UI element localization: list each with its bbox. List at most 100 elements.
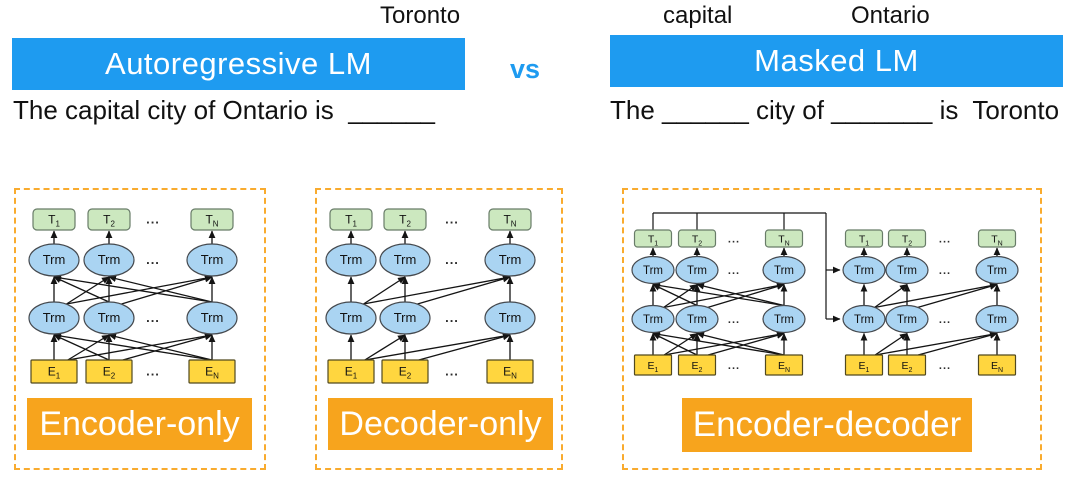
input-node [381, 359, 429, 384]
arrow [53, 276, 110, 303]
trm-node [28, 243, 80, 277]
row-ellipsis: ... [146, 252, 160, 267]
trm-node-label: Trm [774, 314, 794, 326]
input-node [764, 354, 804, 376]
arrow [652, 331, 785, 356]
input-node [977, 354, 1017, 376]
output-node [87, 208, 131, 231]
arrow [418, 333, 511, 361]
row-ellipsis: ... [939, 360, 951, 372]
trm-node-label: Trm [499, 252, 522, 267]
arrow [67, 334, 110, 361]
trm-node [186, 301, 238, 335]
trm-node [379, 243, 431, 277]
arrow [874, 331, 998, 356]
arrow [67, 332, 213, 361]
output-node [764, 229, 804, 248]
arrow [363, 276, 406, 305]
encoder-decoder-label: Encoder-decoder [682, 398, 972, 452]
trm-node [975, 304, 1019, 334]
trm-node-label: Trm [643, 265, 663, 277]
trm-node-label: Trm [394, 252, 417, 267]
input-node [486, 359, 534, 384]
trm-node [631, 304, 675, 334]
trm-node-label: Trm [43, 310, 66, 325]
trm-node-label: Trm [201, 310, 224, 325]
output-node [488, 208, 532, 231]
decoder-only-label: Decoder-only [328, 398, 553, 450]
input-node [188, 359, 236, 384]
output-node [887, 229, 927, 248]
output-node-label: T1 [859, 234, 869, 248]
masked-lm-banner: Masked LM [610, 35, 1063, 87]
output-node-label: TN [778, 234, 789, 248]
row-ellipsis: ... [445, 252, 459, 267]
arrow [122, 333, 213, 361]
autoregressive-lm-banner: Autoregressive LM [12, 38, 465, 90]
arrow [53, 274, 213, 303]
output-node-label: TN [991, 234, 1002, 248]
trm-node [379, 301, 431, 335]
trm-node [484, 301, 536, 335]
trm-node-label: Trm [340, 310, 363, 325]
trm-node [631, 255, 675, 285]
masked-example-sentence: The ______ city of _______ is Toronto [610, 95, 1060, 125]
trm-node [762, 255, 806, 285]
input-node [677, 354, 717, 376]
arrow [53, 334, 110, 361]
output-node-label: T1 [648, 234, 658, 248]
row-ellipsis: ... [939, 265, 951, 277]
trm-node [975, 255, 1019, 285]
autoregressive-example-sentence: The capital city of Ontario is ______ [13, 95, 436, 125]
arrow [917, 283, 998, 309]
trm-node-label: Trm [854, 314, 874, 326]
arrow [874, 282, 998, 309]
row-ellipsis: ... [445, 310, 459, 325]
arrow [663, 332, 698, 356]
input-node [633, 354, 673, 376]
input-node [30, 359, 78, 384]
row-ellipsis: ... [728, 360, 740, 372]
trm-node [484, 243, 536, 277]
arrow [652, 282, 785, 307]
arrow [663, 331, 785, 356]
output-node [677, 229, 717, 248]
output-node [633, 229, 673, 248]
arrow [53, 332, 213, 361]
trm-node [675, 255, 719, 285]
row-ellipsis: ... [728, 314, 740, 326]
trm-node [28, 301, 80, 335]
trm-node-label: Trm [394, 310, 417, 325]
output-node-label: T2 [902, 234, 912, 248]
trm-node-label: Trm [774, 265, 794, 277]
trm-node-label: Trm [201, 252, 224, 267]
arrow [707, 332, 785, 356]
trm-node [675, 304, 719, 334]
input-node [327, 359, 375, 384]
trm-node [762, 304, 806, 334]
arrow [663, 283, 698, 309]
trm-node-label: Trm [687, 314, 707, 326]
arrow [66, 276, 110, 305]
trm-node-label: Trm [43, 252, 66, 267]
vs-label: vs [509, 54, 541, 84]
arrow [108, 333, 213, 361]
trm-node-label: Trm [340, 252, 363, 267]
output-node [383, 208, 427, 231]
row-ellipsis: ... [146, 212, 160, 227]
output-node [32, 208, 76, 231]
trm-node [842, 304, 886, 334]
row-ellipsis: ... [939, 314, 951, 326]
output-node [329, 208, 373, 231]
arrow [108, 275, 213, 303]
arrow [917, 332, 998, 356]
row-ellipsis: ... [445, 212, 459, 227]
answer-word-ontario: Ontario [851, 2, 930, 29]
trm-node-label: Trm [987, 314, 1007, 326]
trm-node [83, 243, 135, 277]
